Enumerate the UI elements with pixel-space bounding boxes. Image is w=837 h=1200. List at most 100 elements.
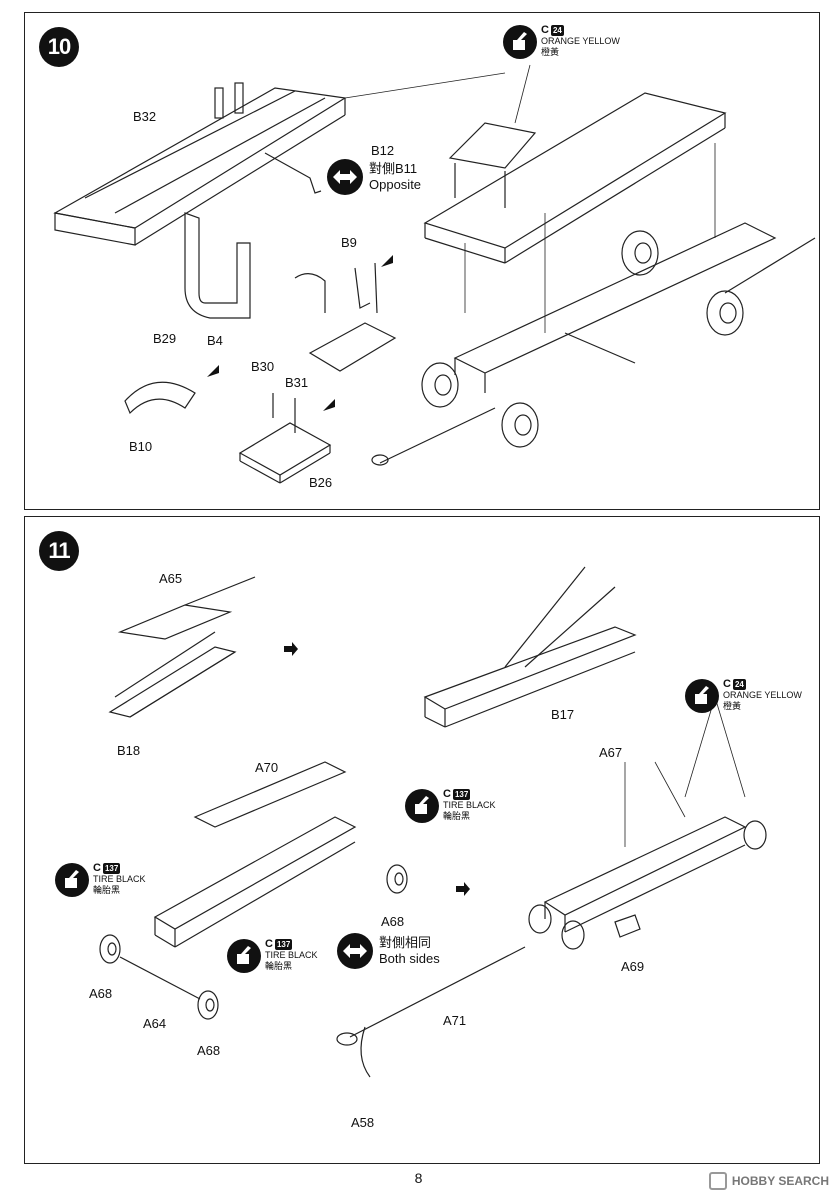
label-b12: B12 xyxy=(371,143,395,158)
b9-assembly xyxy=(308,322,397,372)
wheel-rear-left-11 xyxy=(528,904,585,950)
wheel-a68-bottom xyxy=(197,990,219,1020)
paint-code: C xyxy=(723,678,731,690)
wheel-rear-right-11 xyxy=(743,820,767,850)
step-11-panel: 11 xyxy=(24,516,820,1164)
b4-part xyxy=(184,212,251,319)
paint-name-cn: 輪胎黑 xyxy=(93,885,121,895)
label-a65: A65 xyxy=(159,571,183,586)
paint-number: 137 xyxy=(452,789,471,800)
wheel-rear-left xyxy=(501,402,539,448)
a65-part xyxy=(117,604,233,640)
step-10-panel: 10 xyxy=(24,12,820,510)
b18-part xyxy=(108,646,237,718)
b17-assembly xyxy=(423,626,637,710)
paint-number: 24 xyxy=(550,25,564,36)
paint-name-cn: 橙黃 xyxy=(541,47,560,57)
step-11-drawing xyxy=(99,566,767,1078)
watermark-text: HOBBY SEARCH xyxy=(731,1174,829,1188)
paint-name-cn: 輪胎黑 xyxy=(265,961,293,971)
b32-frame-side xyxy=(54,212,136,246)
b29-part xyxy=(124,381,196,415)
a64-axle xyxy=(119,956,201,1000)
label-a71: A71 xyxy=(443,1013,467,1028)
double-arrow-icon xyxy=(327,159,363,195)
paint-name: TIRE BLACK xyxy=(443,800,496,810)
wheel-front-right xyxy=(621,230,659,276)
page-number: 8 xyxy=(414,1170,423,1186)
label-b31: B31 xyxy=(285,375,309,390)
step-11-badge: 11 xyxy=(39,531,79,571)
double-arrow-icon xyxy=(337,933,373,969)
label-b30: B30 xyxy=(251,359,275,374)
label-a68-right: A68 xyxy=(381,914,405,929)
opposite-callout-en: Opposite xyxy=(369,177,422,192)
paint-brush-icon xyxy=(55,863,89,897)
hobby-search-logo-icon xyxy=(708,1172,727,1190)
paint-number: 137 xyxy=(102,863,121,874)
paint-brush-icon xyxy=(405,789,439,823)
label-a58: A58 xyxy=(351,1115,375,1130)
a67-chassis xyxy=(543,816,747,916)
step-arrow-icon xyxy=(284,642,298,656)
step-arrow-icon xyxy=(381,255,393,267)
label-a68-bottom: A68 xyxy=(197,1043,221,1058)
paint-name: ORANGE YELLOW xyxy=(723,690,802,700)
step-10-drawing xyxy=(53,64,816,484)
paint-brush-icon xyxy=(503,25,537,59)
label-a67: A67 xyxy=(599,745,623,760)
both-sides-en: Both sides xyxy=(379,951,440,966)
b12-part xyxy=(264,152,322,194)
step-arrow-icon xyxy=(207,365,219,377)
label-b18: B18 xyxy=(117,743,141,758)
b26-part xyxy=(238,422,332,476)
both-sides-cn: 對側相同 xyxy=(379,935,432,950)
label-b4: B4 xyxy=(207,333,223,348)
label-a64: A64 xyxy=(143,1016,167,1031)
towbar xyxy=(379,407,496,464)
paint-code: C xyxy=(265,938,273,950)
a70-frame xyxy=(153,816,357,930)
step-arrow-icon xyxy=(456,882,470,896)
chassis-top-frame xyxy=(423,92,727,249)
paint-name: TIRE BLACK xyxy=(265,950,318,960)
label-b17: B17 xyxy=(551,707,575,722)
both-sides-callout: 對側相同 Both sides xyxy=(337,933,440,969)
step-arrow-icon xyxy=(323,399,335,411)
paint-code: C xyxy=(541,24,549,36)
wheel-front-left xyxy=(421,362,459,408)
paint-code: C xyxy=(93,862,101,874)
wheel-rear-right xyxy=(706,290,744,336)
a71-towbar xyxy=(349,946,526,1038)
label-b29: B29 xyxy=(153,331,177,346)
paint-brush-icon xyxy=(227,939,261,973)
chassis-lower-frame xyxy=(453,222,777,374)
opposite-callout-cn: 對側B11 xyxy=(369,161,418,176)
paint-brush-icon xyxy=(685,679,719,713)
wheel-a68-right xyxy=(386,864,408,894)
label-b9: B9 xyxy=(341,235,357,250)
label-a70: A70 xyxy=(255,760,279,775)
label-b32: B32 xyxy=(133,109,157,124)
paint-name: ORANGE YELLOW xyxy=(541,36,620,46)
label-a69: A69 xyxy=(621,959,645,974)
label-b10: B10 xyxy=(129,439,153,454)
paint-name: TIRE BLACK xyxy=(93,874,146,884)
paint-number: 24 xyxy=(732,679,746,690)
label-b26: B26 xyxy=(309,475,333,490)
paint-number: 137 xyxy=(274,939,293,950)
step-10-badge: 10 xyxy=(39,27,79,67)
watermark: HOBBY SEARCH xyxy=(708,1172,829,1190)
paint-name-cn: 輪胎黑 xyxy=(443,811,471,821)
paint-code: C xyxy=(443,788,451,800)
opposite-callout: 對側B11 Opposite xyxy=(327,159,421,195)
label-a68-left: A68 xyxy=(89,986,113,1001)
a69-part xyxy=(614,914,641,938)
wheel-a68-left xyxy=(99,934,121,964)
paint-name-cn: 橙黃 xyxy=(723,701,742,711)
